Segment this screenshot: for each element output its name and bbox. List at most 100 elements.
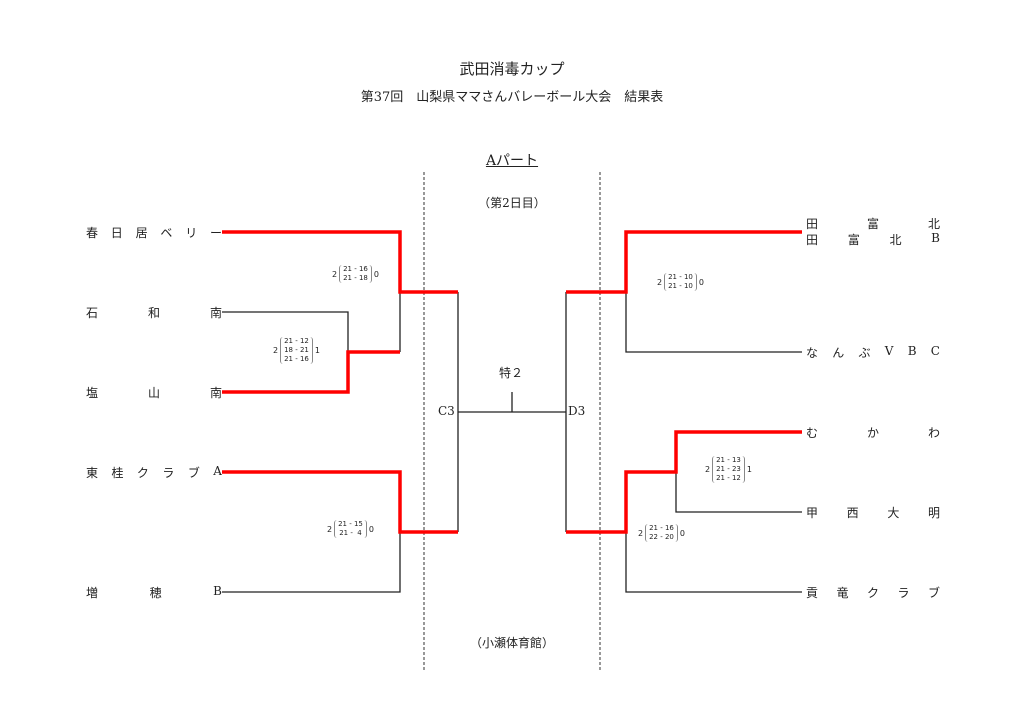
- part-title: Aパート: [485, 153, 539, 169]
- set-score: 21 - 13: [716, 456, 741, 464]
- team-name-char: か: [866, 426, 879, 440]
- team-name-char: ク: [866, 586, 879, 600]
- team-name-char: ク: [136, 466, 149, 480]
- team-name-char: 北: [889, 233, 902, 247]
- set-score: 21 - 4: [339, 529, 362, 537]
- day-label: （第2日目）: [478, 196, 546, 210]
- line-masuho-b: [222, 532, 401, 593]
- tournament-title: 武田消毒カップ: [459, 60, 565, 78]
- sets-won-left: 2: [327, 524, 333, 534]
- team-name-char: 大: [887, 506, 900, 520]
- node-c3: C3: [438, 404, 455, 418]
- sets-won-left: 2: [638, 528, 644, 538]
- tournament-subtitle: 第37回 山梨県ママさんバレーボール大会 結果表: [360, 90, 664, 105]
- win-tatomikita: [566, 230, 802, 294]
- sets-won-right: 0: [698, 277, 704, 287]
- right-team-3: むかわ: [806, 424, 940, 441]
- line-ishiwa-minami: [222, 311, 349, 352]
- team-name-char: 田: [806, 233, 819, 247]
- team-name-char: ブ: [187, 466, 200, 480]
- set-score: 21 - 18: [343, 274, 368, 282]
- team-name-char: わ: [927, 426, 940, 440]
- team-name-char: 明: [927, 506, 940, 520]
- team-name-char: 南: [209, 306, 222, 320]
- left-team-1: 石和南: [86, 304, 222, 321]
- set-score: 21 - 16: [284, 355, 309, 363]
- right-team-0: 田富北: [806, 215, 940, 232]
- team-name-char: 富: [866, 217, 879, 231]
- team-name-char: 甲: [806, 506, 819, 520]
- win-enzan-minami: [222, 350, 400, 394]
- team-name-char: 石: [86, 306, 99, 320]
- team-name-char: ー: [209, 226, 222, 240]
- team-name-char: ん: [832, 346, 845, 360]
- right-team-5: 貢竜クラブ: [806, 584, 940, 601]
- sets-won-right: 0: [679, 528, 685, 538]
- team-name-char: 竜: [836, 586, 849, 600]
- team-name-char: 貢: [806, 586, 819, 600]
- team-name-char: B: [931, 231, 940, 245]
- team-name-char: B: [907, 344, 917, 358]
- line-kouryu-club: [625, 532, 802, 593]
- team-name-char: B: [213, 584, 222, 598]
- node-d3: D3: [568, 404, 586, 418]
- team-name-char: む: [806, 426, 819, 440]
- sets-won-left: 2: [657, 277, 663, 287]
- team-name-char: 居: [135, 226, 148, 240]
- set-score: 21 - 16: [649, 524, 674, 532]
- win-kasugai-berry: [222, 230, 458, 294]
- team-name-char: A: [213, 464, 222, 478]
- team-name-char: 桂: [111, 466, 124, 480]
- team-name-char: な: [806, 346, 819, 360]
- right-team-4: 甲西大明: [806, 504, 940, 521]
- sets-won-left: 2: [332, 269, 338, 279]
- team-name-char: 田: [806, 217, 819, 231]
- line-kosai-daimei: [675, 472, 802, 513]
- team-name-char: 山: [147, 386, 160, 400]
- left-team-2: 塩山南: [86, 384, 222, 401]
- win-mukawa: [566, 430, 802, 534]
- team-name-char: 北: [927, 217, 940, 231]
- team-name-char: 富: [847, 233, 860, 247]
- venue-label: （小瀬体育館）: [469, 636, 554, 650]
- final-label: 特２: [499, 366, 524, 380]
- team-name-char: 南: [209, 386, 222, 400]
- team-name-char: ラ: [162, 466, 175, 480]
- team-name-char: 和: [147, 306, 160, 320]
- set-score: 21 - 15: [338, 520, 363, 528]
- set-score: 21 - 10: [668, 273, 693, 281]
- sets-won-right: 0: [368, 524, 374, 534]
- sets-won-left: 2: [705, 465, 711, 474]
- team-name-char: 増: [86, 586, 99, 600]
- left-team-0: 春日居ベリー: [86, 224, 222, 241]
- team-name-char: 穂: [149, 586, 162, 600]
- set-score: 21 - 12: [716, 474, 741, 482]
- win-higashikatsura-a: [222, 470, 458, 534]
- team-name-char: 東: [86, 466, 99, 480]
- team-name-char: 西: [846, 506, 859, 520]
- team-name-char: ぶ: [858, 346, 871, 360]
- set-score: 18 - 21: [284, 346, 309, 354]
- team-name-char: C: [930, 344, 940, 358]
- set-score: 21 - 10: [668, 282, 693, 290]
- sets-won-right: 1: [746, 465, 752, 474]
- team-name-char: リ: [185, 226, 198, 240]
- set-score: 21 - 12: [284, 337, 309, 345]
- set-score: 21 - 23: [716, 465, 741, 473]
- sets-won-right: 0: [373, 269, 379, 279]
- set-score: 22 - 20: [649, 533, 674, 541]
